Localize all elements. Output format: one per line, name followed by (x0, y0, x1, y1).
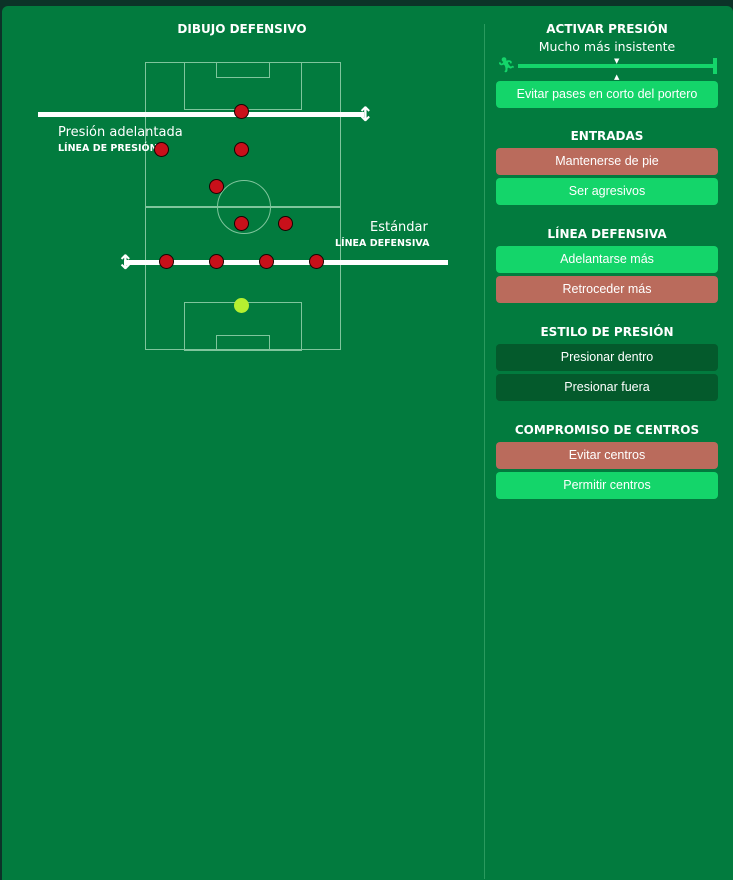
divider (484, 24, 485, 879)
stay-on-feet-button[interactable]: Mantenerse de pie (496, 148, 718, 175)
pressing-line-label: LÍNEA DE PRESIÓN (58, 143, 158, 154)
defensive-line-title: LÍNEA DEFENSIVA (547, 227, 667, 241)
player-lb[interactable] (159, 254, 174, 269)
pressing-line-drag-icon[interactable]: ↕ (357, 102, 374, 126)
player-dm[interactable] (234, 216, 249, 231)
get-stuck-in-button[interactable]: Ser agresivos (496, 178, 718, 205)
defensive-shape-title: DIBUJO DEFENSIVO (177, 22, 307, 36)
press-style-title: ESTILO DE PRESIÓN (540, 325, 674, 339)
slider-handle[interactable]: ▼▲ (614, 57, 620, 81)
pressing-value: Mucho más insistente (538, 39, 676, 54)
defensive-line-label: LÍNEA DEFENSIVA (335, 238, 430, 249)
pressing-line-value: Presión adelantada (58, 125, 183, 140)
pressing-line[interactable] (38, 112, 364, 117)
player-am[interactable] (234, 142, 249, 157)
pitch (145, 62, 341, 351)
player-rm[interactable] (278, 216, 293, 231)
press-inside-button[interactable]: Presionar dentro (496, 344, 718, 371)
tackling-title: ENTRADAS (570, 129, 644, 143)
player-st[interactable] (234, 104, 249, 119)
player-rb[interactable] (309, 254, 324, 269)
allow-crosses-button[interactable]: Permitir centros (496, 472, 718, 499)
player-rcb[interactable] (259, 254, 274, 269)
pressing-title: ACTIVAR PRESIÓN (546, 22, 668, 36)
player-lcb[interactable] (209, 254, 224, 269)
crosses-title: COMPROMISO DE CENTROS (514, 423, 700, 437)
press-outside-button[interactable]: Presionar fuera (496, 374, 718, 401)
player-lw[interactable] (154, 142, 169, 157)
defensive-line[interactable] (124, 260, 448, 265)
player-cm[interactable] (209, 179, 224, 194)
defensive-line-value: Estándar (370, 220, 428, 235)
defensive-line-drag-icon[interactable]: ↕ (117, 250, 134, 274)
pressing-slider[interactable] (518, 64, 716, 68)
step-up-more-button[interactable]: Adelantarse más (496, 246, 718, 273)
slider-end-mark (713, 58, 717, 74)
stop-crosses-button[interactable]: Evitar centros (496, 442, 718, 469)
running-man-icon: 🏃︎ (497, 56, 517, 74)
player-gk[interactable] (234, 298, 249, 313)
drop-off-more-button[interactable]: Retroceder más (496, 276, 718, 303)
avoid-gk-short-passes-button[interactable]: Evitar pases en corto del portero (496, 81, 718, 108)
